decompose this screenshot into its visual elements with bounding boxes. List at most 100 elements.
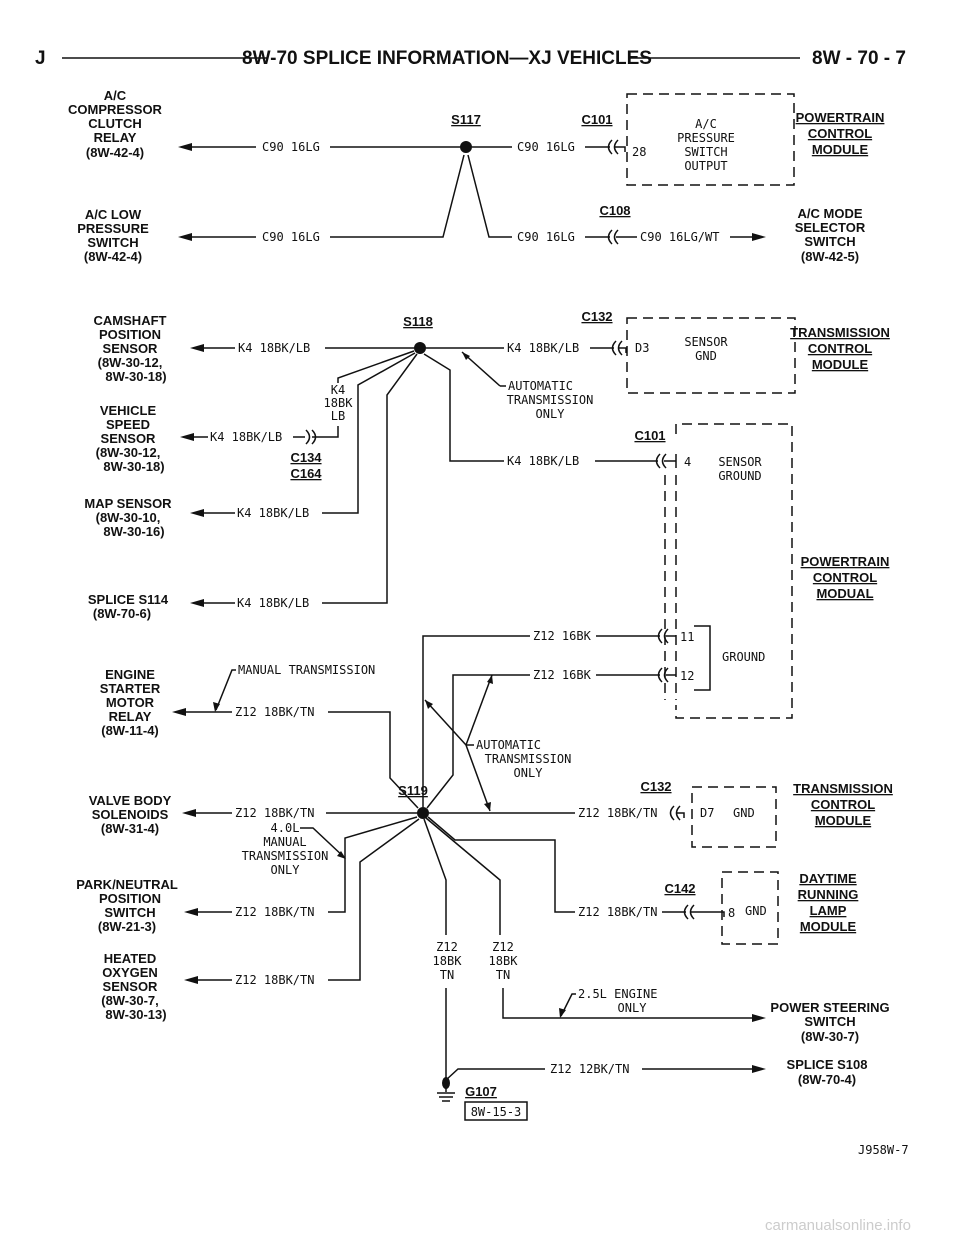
component-ac-mode-selector-switch: A/C MODE SELECTOR SWITCH (8W-42-5)	[795, 206, 866, 264]
ground-reference-box	[464, 1101, 528, 1121]
wire-segment	[487, 675, 493, 684]
diagram-text: OUTPUT	[684, 159, 727, 173]
diagram-text: (8W-30-12,	[96, 445, 161, 460]
wire-label: K4 18BK/LB	[507, 454, 579, 468]
wire-segment	[445, 1068, 545, 1081]
diagram-text: MODULE	[812, 142, 869, 157]
diagram-text: SWITCH	[804, 1014, 855, 1029]
wire-segment	[423, 353, 504, 462]
wire-segment	[559, 1008, 566, 1018]
splice-dot-s117	[460, 141, 472, 153]
diagram-text: SENSOR	[684, 335, 728, 349]
arrow-icon	[178, 143, 192, 151]
diagram-text: MAP SENSOR	[84, 496, 172, 511]
diagram-text: SENSOR	[718, 455, 762, 469]
component-powertrain-control-module: POWERTRAIN CONTROL MODULE	[796, 110, 885, 157]
component-engine-starter-motor-relay: ENGINE STARTER MOTOR RELAY (8W-11-4)	[100, 667, 161, 738]
diagram-text: VEHICLE	[100, 403, 157, 418]
diagram-text: (8W-30-7)	[801, 1029, 859, 1044]
wire-segment	[322, 353, 418, 604]
diagram-text: AUTOMATIC	[508, 379, 573, 393]
wire-label: Z12 18BK/TN	[235, 705, 314, 719]
diagram-text: SPLICE S108	[787, 1057, 868, 1072]
wire-segment	[312, 426, 339, 438]
diagram-text: (8W-30-7,	[101, 993, 159, 1008]
tcm-module-box	[626, 317, 796, 394]
ground-label: G107	[465, 1084, 497, 1099]
wire-label: C90 16LG/WT	[640, 230, 719, 244]
wire-segment	[337, 350, 415, 383]
diagram-text: GND	[745, 904, 767, 918]
diagram-text: MODULE	[800, 919, 857, 934]
header-page-number: 8W - 70 - 7	[812, 48, 906, 69]
diagram-text: COMPRESSOR	[68, 102, 163, 117]
connector-label-c134: C134	[290, 450, 322, 465]
arrow-icon	[178, 233, 192, 241]
diagram-text: AUTOMATIC	[476, 738, 541, 752]
wire-segment	[424, 699, 467, 746]
component-camshaft-position-sensor: CAMSHAFT POSITION SENSOR (8W-30-12, 8W-3…	[94, 313, 167, 384]
watermark: carmanualsonline.info	[765, 1217, 911, 1234]
diagram-text: K4	[331, 383, 345, 397]
diagram-text: HEATED	[104, 951, 156, 966]
diagram-text: 18BK	[324, 396, 354, 410]
diagram-text: (8W-42-4)	[84, 249, 142, 264]
wire-segment	[618, 347, 627, 353]
wire-label: C90 16LG	[262, 230, 320, 244]
diagram-text: CAMSHAFT	[94, 313, 167, 328]
diagram-text: PRESSURE	[677, 131, 735, 145]
wire-segment	[330, 154, 465, 238]
diagram-text: SELECTOR	[795, 220, 866, 235]
diagram-text: TRANSMISSION	[242, 849, 329, 863]
wire-label: Z12 16BK	[533, 629, 592, 643]
note-automatic-transmission-only: AUTOMATIC TRANSMISSION ONLY	[507, 379, 594, 421]
splice-s118-section: CAMSHAFT POSITION SENSOR (8W-30-12, 8W-3…	[84, 309, 890, 719]
wire-segment	[322, 352, 416, 514]
connector-label-c164: C164	[290, 466, 322, 481]
diagram-text: (8W-21-3)	[98, 919, 156, 934]
wire-label: Z12 18BK/TN	[235, 806, 314, 820]
diagram-text: CONTROL	[808, 126, 872, 141]
diagram-text: POWERTRAIN	[796, 110, 885, 125]
component-heated-oxygen-sensor: HEATED OXYGEN SENSOR (8W-30-7, 8W-30-13)	[101, 951, 166, 1022]
diagram-text: POWERTRAIN	[801, 554, 890, 569]
component-daytime-running-lamp-module: DAYTIME RUNNING LAMP MODULE	[798, 871, 859, 934]
diagram-text: 11	[680, 630, 694, 644]
header-section-letter: J	[35, 48, 46, 69]
diagram-text: POSITION	[99, 327, 161, 342]
splice-dot-s119	[417, 807, 429, 819]
diagram-text: GROUND	[722, 650, 765, 664]
wire-label: C90 16LG	[517, 140, 575, 154]
diagram-text: (8W-70-4)	[798, 1072, 856, 1087]
diagram-text: A/C LOW	[85, 207, 142, 222]
wire-label: K4 18BK/LB	[210, 430, 282, 444]
wire-label: Z12 12BK/TN	[550, 1062, 629, 1076]
ground-g107: G107 8W-15-3	[437, 1077, 528, 1121]
wire-segment	[462, 352, 470, 360]
diagram-text: POSITION	[99, 891, 161, 906]
wire-label: Z12 18BK/TN	[235, 905, 314, 919]
diagram-text: ONLY	[536, 407, 566, 421]
wire-label: C90 16LG	[262, 140, 320, 154]
diagram-text: 8W-30-13)	[105, 1007, 166, 1022]
diagram-text: Z12	[492, 940, 514, 954]
wire-segment	[328, 816, 418, 913]
wire-label: Z12 16BK	[533, 668, 592, 682]
diagram-text: 8W-30-18)	[105, 369, 166, 384]
diagram-text: SWITCH	[87, 235, 138, 250]
wire-segment	[465, 674, 493, 746]
diagram-text: PARK/NEUTRAL	[76, 877, 178, 892]
diagram-text: ENGINE	[105, 667, 155, 682]
diagram-text: SWITCH	[804, 234, 855, 249]
component-transmission-control-module: TRANSMISSION CONTROL MODULE	[793, 781, 893, 828]
pcm-module-box	[675, 423, 793, 719]
diagram-text: 28	[632, 145, 646, 159]
splice-s117-section: A/C COMPRESSOR CLUTCH RELAY (8W-42-4) C9…	[68, 88, 884, 264]
tcm-module-box	[691, 786, 777, 848]
diagram-text: ONLY	[271, 863, 301, 877]
page-header: J 8W-70 SPLICE INFORMATION—XJ VEHICLES 8…	[35, 48, 906, 69]
diagram-text: A/C MODE	[798, 206, 863, 221]
wire-segment	[467, 154, 512, 238]
diagram-text: LAMP	[810, 903, 847, 918]
wire-segment	[427, 816, 575, 913]
